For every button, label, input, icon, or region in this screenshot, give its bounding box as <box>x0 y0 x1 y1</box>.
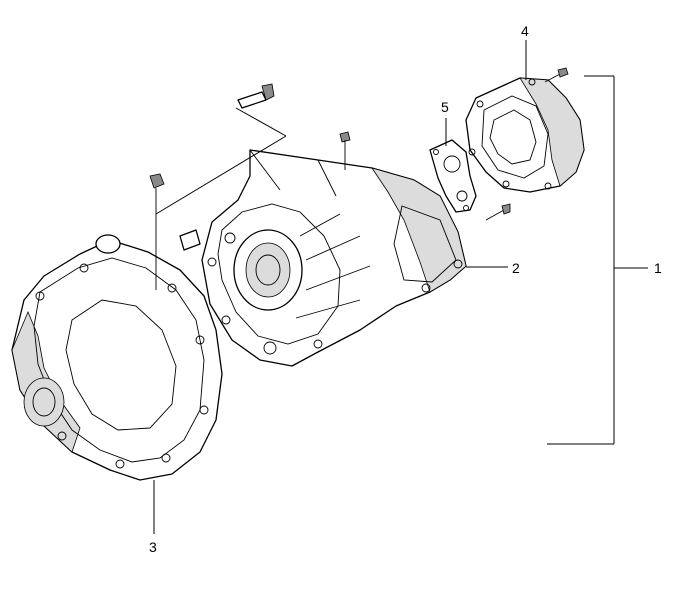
callout-2: 2 <box>512 260 520 276</box>
transmission-case-part[interactable] <box>179 131 508 367</box>
rear-cover-part[interactable] <box>465 40 585 193</box>
bolt-part[interactable] <box>155 83 287 215</box>
clutch-housing-part[interactable] <box>11 173 223 534</box>
assembly-bracket <box>547 75 648 445</box>
callout-5: 5 <box>441 99 449 115</box>
gasket-part[interactable] <box>429 118 511 221</box>
callout-4: 4 <box>521 23 529 39</box>
callout-3: 3 <box>149 539 157 555</box>
callout-1: 1 <box>654 260 662 276</box>
